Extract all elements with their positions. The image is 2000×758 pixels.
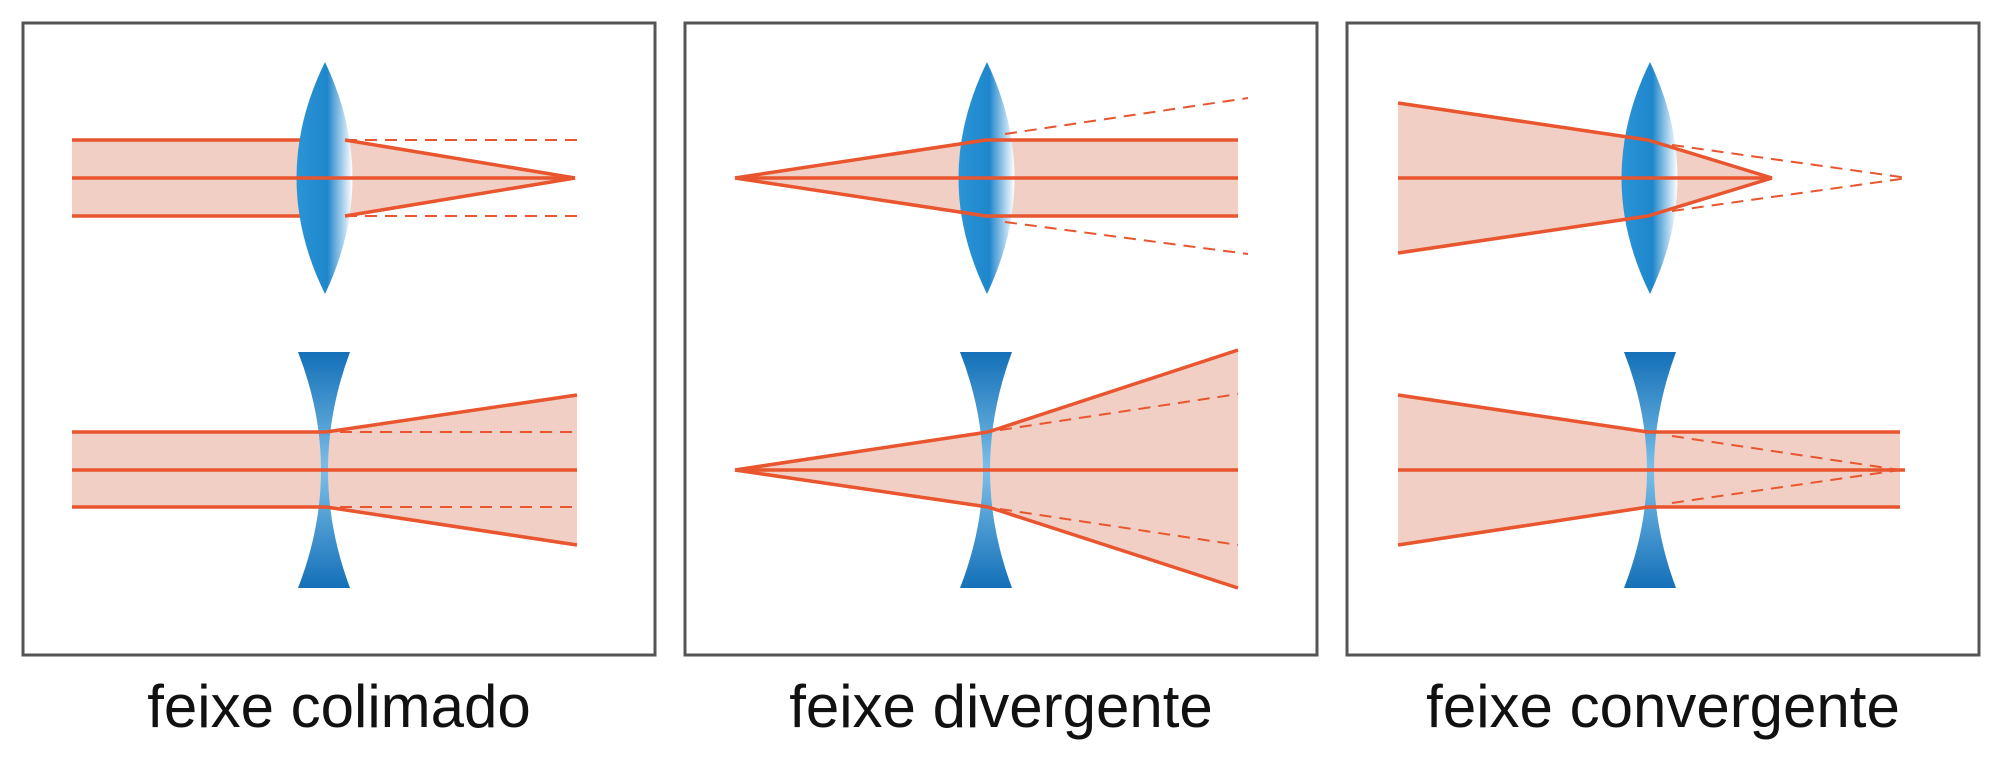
ray	[734, 430, 989, 472]
dashed-ray	[1004, 97, 1249, 135]
convex-lens-setup	[1397, 62, 1909, 294]
dashed-ray	[1671, 469, 1901, 504]
ray	[987, 348, 1239, 434]
ray	[344, 176, 576, 218]
concave-lens-setup	[1397, 352, 1905, 588]
rays	[72, 138, 576, 218]
ray	[325, 505, 578, 547]
rays	[734, 138, 1238, 218]
ray	[1397, 505, 1649, 547]
rays	[72, 393, 578, 547]
dashed-ray	[999, 393, 1239, 431]
convex-lens-setup	[734, 62, 1249, 294]
ray	[1647, 138, 1773, 180]
dashed-rays	[1671, 435, 1901, 504]
dashed-rays	[999, 393, 1239, 546]
rays	[734, 348, 1239, 590]
ray	[734, 176, 987, 218]
dashed-ray	[999, 508, 1239, 546]
ray	[1397, 101, 1649, 142]
rays	[1397, 101, 1773, 255]
ray	[1397, 214, 1649, 255]
panel-collimated: feixe colimado	[21, 21, 657, 740]
dashed-rays	[1004, 97, 1249, 255]
panel-divergent: feixe divergente	[683, 21, 1319, 740]
concave-lens-setup	[72, 352, 578, 588]
caption-convergent: feixe convergente	[1426, 673, 1900, 740]
ray	[987, 505, 1239, 590]
ray	[325, 393, 578, 434]
rays	[1397, 393, 1905, 547]
ray	[1397, 393, 1649, 434]
concave-lens-setup	[734, 348, 1239, 590]
ray	[344, 138, 576, 180]
caption-divergent: feixe divergente	[789, 673, 1213, 740]
ray	[734, 468, 989, 509]
caption-collimated: feixe colimado	[147, 673, 531, 740]
convex-lens-setup	[72, 62, 578, 294]
panel-convergent: feixe convergente	[1345, 21, 1981, 740]
ray	[734, 138, 987, 180]
ray	[1647, 176, 1773, 218]
dashed-ray	[1004, 221, 1249, 255]
